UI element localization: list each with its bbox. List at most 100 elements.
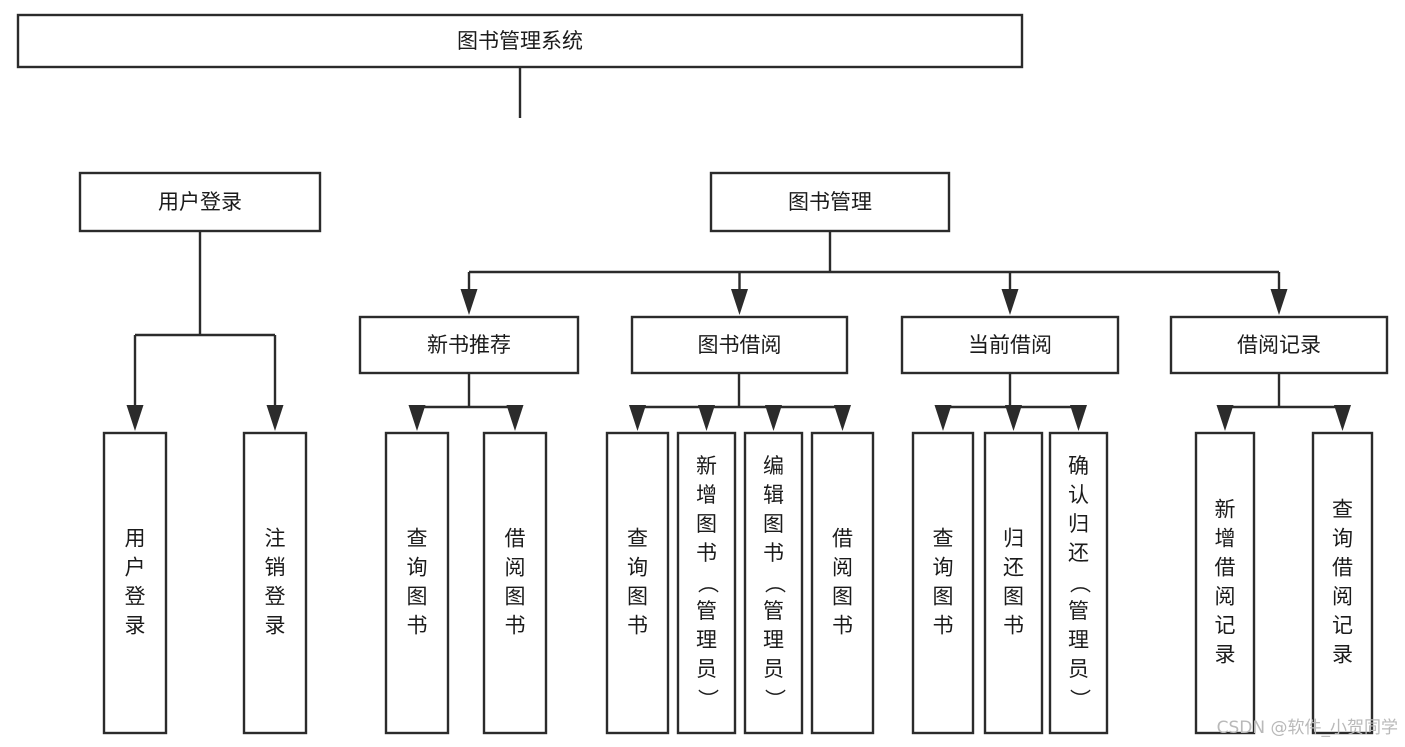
node-label-char: 增 <box>696 483 717 507</box>
arrowhead-new-book-recommend <box>460 289 478 315</box>
node-root[interactable]: 图书管理系统 <box>16 13 1024 69</box>
node-label-char: 登 <box>125 585 146 609</box>
node-label-char: 图 <box>627 585 648 609</box>
node-label-char: （ <box>1068 573 1092 594</box>
node-box-leaf-query-book-recommend <box>384 431 450 735</box>
node-label-char: 录 <box>1332 643 1353 667</box>
node-label-borrow-record: 借阅记录 <box>1237 333 1321 357</box>
node-box-leaf-query-borrow-record <box>1311 431 1374 735</box>
node-label-char: 还 <box>1003 556 1024 580</box>
node-current-borrow[interactable]: 当前借阅 <box>900 315 1120 375</box>
node-box-book-management <box>709 171 951 233</box>
node-label-char: 书 <box>627 614 648 638</box>
node-label-char: （ <box>763 573 787 594</box>
arrowhead-leaf-add-borrow-record <box>1216 405 1234 431</box>
node-leaf-user-login[interactable]: 用户登录 <box>102 431 168 735</box>
node-label-char: 借 <box>505 527 526 551</box>
node-label-char: 图 <box>696 512 717 536</box>
arrowhead-leaf-query-book-recommend <box>408 405 426 431</box>
arrowhead-leaf-query-book-current <box>934 405 952 431</box>
arrowhead-borrow-record <box>1270 289 1288 315</box>
node-label-char: 管 <box>763 599 784 623</box>
node-label-char: 查 <box>933 527 954 551</box>
node-box-root <box>16 13 1024 69</box>
watermark-layer: CSDN @软件_小贺同学 <box>1217 718 1398 738</box>
node-label-current-borrow: 当前借阅 <box>968 333 1052 357</box>
node-label-char: 员 <box>763 657 784 681</box>
node-book-borrow[interactable]: 图书借阅 <box>630 315 849 375</box>
node-label-char: 员 <box>1068 657 1089 681</box>
arrowhead-leaf-return-book <box>1005 405 1022 431</box>
connector-layer <box>126 67 1351 431</box>
node-box-borrow-record <box>1169 315 1389 375</box>
node-label-char: 注 <box>265 527 286 551</box>
node-label-char: 借 <box>1215 556 1236 580</box>
node-label-char: 阅 <box>1215 585 1236 609</box>
node-label-char: 理 <box>763 628 784 652</box>
node-borrow-record[interactable]: 借阅记录 <box>1169 315 1389 375</box>
node-label-char: 新 <box>696 454 717 478</box>
node-label-char: 新 <box>1215 498 1236 522</box>
node-box-leaf-logout-login <box>242 431 308 735</box>
node-box-leaf-add-borrow-record <box>1194 431 1256 735</box>
node-label-char: 录 <box>265 614 286 638</box>
node-label-char: 书 <box>696 541 717 565</box>
node-label-char: 图 <box>505 585 526 609</box>
node-label-char: 书 <box>407 614 428 638</box>
node-label-char: 管 <box>1068 599 1089 623</box>
node-label-char: 归 <box>1003 527 1024 551</box>
node-label-char: 录 <box>125 614 146 638</box>
node-book-management[interactable]: 图书管理 <box>709 171 951 233</box>
node-label-char: ） <box>696 689 720 710</box>
node-user-login[interactable]: 用户登录 <box>78 171 322 233</box>
node-label-char: 记 <box>1215 614 1236 638</box>
node-label-char: 书 <box>1003 614 1024 638</box>
node-label-root: 图书管理系统 <box>457 29 583 53</box>
node-label-char: 确 <box>1068 454 1089 478</box>
node-label-char: 认 <box>1068 483 1089 507</box>
node-box-book-borrow <box>630 315 849 375</box>
node-label-char: 录 <box>1215 643 1236 667</box>
csdn-watermark: CSDN @软件_小贺同学 <box>1217 718 1398 738</box>
node-label-char: 理 <box>696 628 717 652</box>
node-label-char: 归 <box>1068 512 1089 536</box>
node-label-char: 询 <box>933 556 954 580</box>
node-box-leaf-query-book-borrow <box>605 431 670 735</box>
node-label-char: 销 <box>265 556 286 580</box>
node-label-char: 书 <box>763 541 784 565</box>
node-box-current-borrow <box>900 315 1120 375</box>
arrowhead-leaf-add-book-admin <box>698 405 715 431</box>
node-label-char: 询 <box>1332 527 1353 551</box>
node-label-leaf-user-login: 用户登录 <box>125 527 146 638</box>
arrowhead-leaf-query-book-borrow <box>629 405 646 431</box>
node-new-book-recommend[interactable]: 新书推荐 <box>358 315 580 375</box>
node-label-char: 询 <box>407 556 428 580</box>
node-label-char: 记 <box>1332 614 1353 638</box>
arrowhead-leaf-logout-login <box>266 405 284 431</box>
node-label-char: 户 <box>125 556 146 580</box>
node-label-book-borrow: 图书借阅 <box>698 333 782 357</box>
node-label-char: 书 <box>832 614 853 638</box>
